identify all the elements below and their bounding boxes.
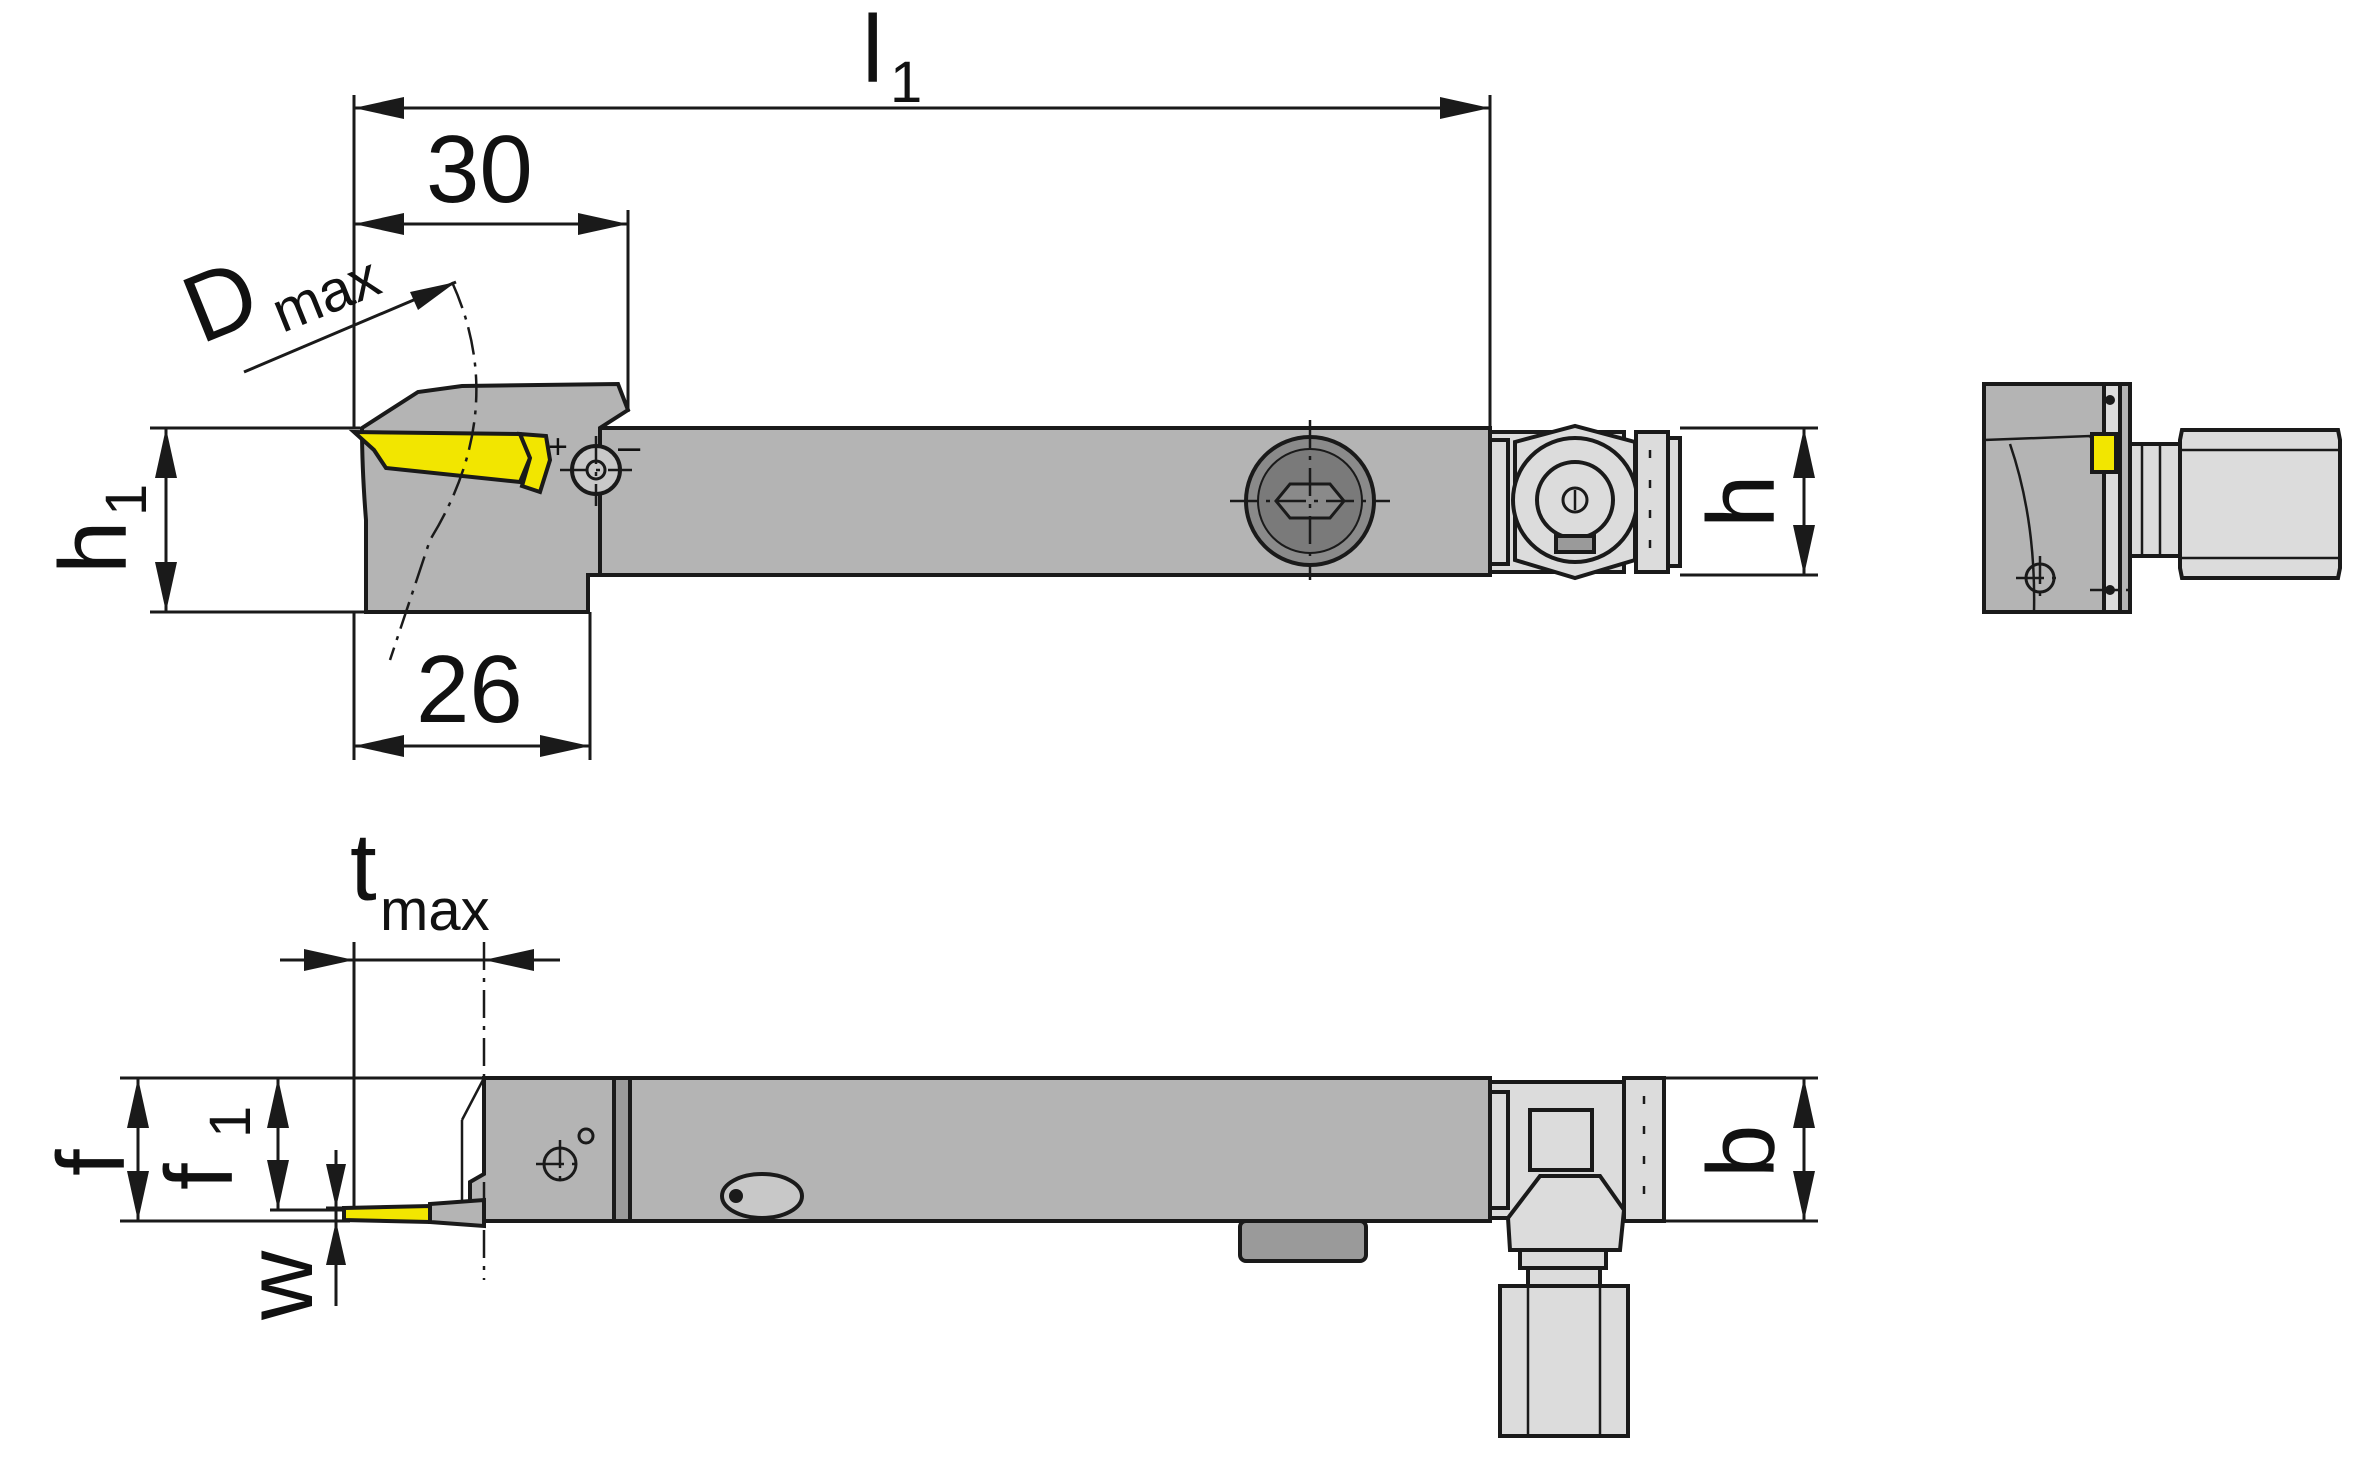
dim-f1-sub: 1 bbox=[198, 1106, 263, 1138]
dim-h1-label: h bbox=[40, 521, 147, 574]
oval-mark bbox=[720, 1172, 804, 1220]
end-view-hex-nut bbox=[2178, 428, 2342, 580]
dim-tmax-sub: max bbox=[380, 878, 490, 943]
top-view: + – l 1 30 bbox=[40, 0, 1818, 760]
dim-dmax-label: D bbox=[169, 239, 273, 364]
head-side bbox=[468, 1076, 630, 1223]
side-hex-nut bbox=[1498, 1284, 1630, 1438]
dim-f-label: f bbox=[38, 1149, 145, 1176]
dim-w-label: w bbox=[226, 1250, 333, 1321]
dim-26-label: 26 bbox=[416, 636, 523, 743]
dim-l1-label: l bbox=[862, 0, 883, 103]
end-view bbox=[1982, 382, 2342, 614]
dim-h1-sub: 1 bbox=[94, 484, 159, 516]
plus-mark: + bbox=[548, 428, 568, 466]
end-view-insert bbox=[2090, 432, 2118, 474]
coolant-symbol-icon bbox=[1561, 486, 1589, 514]
minus-mark: – bbox=[618, 425, 641, 469]
insert-tip bbox=[516, 431, 553, 495]
hex-socket-icon bbox=[1274, 482, 1346, 520]
dim-h-label: h bbox=[1688, 475, 1795, 528]
cutting-head bbox=[359, 381, 631, 614]
dim-l1-sub: 1 bbox=[890, 50, 922, 115]
dim-tmax-label: t bbox=[350, 814, 377, 921]
end-view-adapter bbox=[2128, 442, 2184, 558]
adapter-flange bbox=[1634, 430, 1670, 574]
side-insert bbox=[342, 1203, 439, 1225]
dim-f1-label: f bbox=[146, 1163, 253, 1190]
dim-30-label: 30 bbox=[426, 116, 533, 223]
side-view: t max f f 1 w bbox=[38, 814, 1818, 1438]
clamp-key bbox=[1238, 1219, 1368, 1263]
dim-b-label: b bbox=[1688, 1125, 1795, 1178]
dmax-arc bbox=[388, 281, 478, 661]
dim-dmax-sub: max bbox=[263, 244, 389, 345]
